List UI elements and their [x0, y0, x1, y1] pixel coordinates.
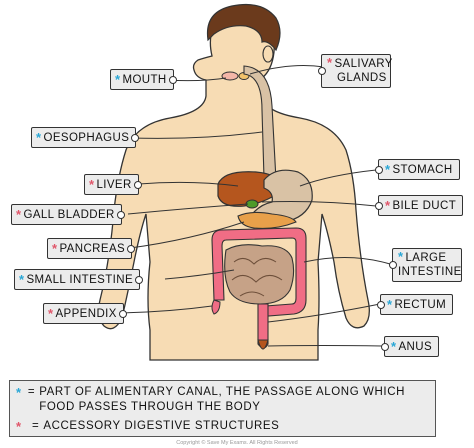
legend-key: * = PART OF ALIMENTARY CANAL, THE PASSAG… [9, 380, 436, 437]
accessory-star-icon: * [52, 241, 58, 256]
alimentary-star-icon: * [36, 130, 42, 145]
accessory-star-icon: * [385, 198, 391, 213]
accessory-star-icon: * [16, 207, 22, 222]
mouth-cavity [221, 71, 239, 81]
leader-lines [116, 65, 391, 347]
tag-hole-icon [168, 75, 177, 84]
label-liver: * LIVER [84, 174, 142, 195]
anus-organ [257, 339, 269, 350]
alimentary-star-icon: * [387, 297, 393, 312]
label-appendix: * APPENDIX [43, 303, 127, 324]
small-intestine-organ [224, 244, 295, 305]
label-pancreas: * PANCREAS [47, 238, 136, 259]
label-rectum: * RECTUM [377, 294, 454, 315]
tag-hole-icon [375, 201, 383, 210]
small-intestine-folds [231, 258, 283, 297]
tag-hole-icon [133, 180, 142, 189]
appendix-organ [211, 299, 221, 315]
tag-hole-icon [389, 261, 397, 269]
tag-hole-icon [116, 210, 125, 219]
pancreas-organ [237, 211, 297, 229]
alimentary-star-icon: * [115, 72, 121, 87]
label-stomach: * STOMACH [375, 159, 460, 180]
tag-hole-icon [318, 67, 326, 75]
tag-hole-icon [375, 165, 383, 174]
label-mouth: * MOUTH [110, 69, 177, 90]
hair [206, 3, 281, 52]
label-large-intestine: *LARGE INTESTINE [389, 248, 462, 282]
tag-hole-icon [135, 275, 144, 284]
alimentary-star-icon: * [385, 162, 391, 177]
accessory-star-icon: * [89, 177, 95, 192]
copyright-notice: Copyright © Save My Exams. All Rights Re… [176, 440, 298, 446]
ear [262, 45, 274, 63]
label-oesophagus: * OESOPHAGUS [31, 127, 140, 148]
label-gall-bladder: * GALL BLADDER [11, 204, 125, 225]
alimentary-star-icon: * [391, 339, 397, 354]
label-anus: * ANUS [381, 336, 440, 357]
alimentary-star-icon: * [398, 249, 404, 264]
tag-hole-icon [131, 133, 140, 142]
legend-row-alimentary: * = PART OF ALIMENTARY CANAL, THE PASSAG… [16, 385, 406, 413]
label-small-intestine: * SMALL INTESTINE [14, 269, 144, 290]
accessory-star-icon: * [48, 306, 54, 321]
tag-hole-icon [377, 300, 385, 309]
accessory-star-icon: * [16, 419, 22, 434]
label-salivary-glands: *SALIVARY GLANDS [318, 54, 392, 88]
legend-row-accessory: * = ACCESSORY DIGESTIVE STRUCTURES [16, 419, 280, 434]
accessory-star-icon: * [327, 55, 333, 70]
tag-hole-icon [118, 309, 127, 318]
label-bile-duct: * BILE DUCT [375, 195, 464, 216]
alimentary-star-icon: * [19, 272, 25, 287]
alimentary-star-icon: * [16, 385, 22, 400]
tag-hole-icon [127, 244, 136, 253]
tag-hole-icon [381, 342, 389, 351]
